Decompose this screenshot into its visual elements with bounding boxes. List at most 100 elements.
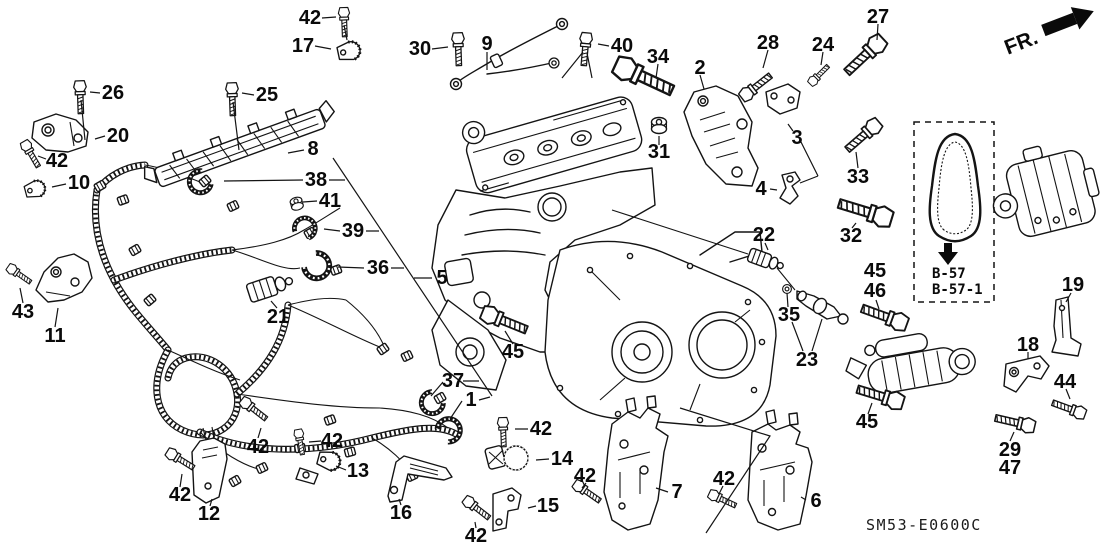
callout-2: 2 bbox=[694, 57, 705, 79]
callout-42: 42 bbox=[713, 468, 735, 490]
callout-1: 1 bbox=[465, 389, 476, 411]
callout-41: 41 bbox=[319, 190, 341, 212]
callout-17: 17 bbox=[292, 35, 314, 57]
callout-7: 7 bbox=[671, 481, 682, 503]
callout-10: 10 bbox=[68, 172, 90, 194]
part-10-clamp bbox=[22, 177, 49, 201]
callout-31: 31 bbox=[648, 141, 670, 163]
down-arrow-icon bbox=[938, 243, 958, 265]
callout-47: 47 bbox=[999, 457, 1021, 479]
callout-labels: 42 17 26 25 20 8 42 10 30 9 40 34 2 31 2… bbox=[12, 6, 1084, 547]
callout-42: 42 bbox=[247, 436, 269, 458]
starter-illustration bbox=[845, 333, 976, 394]
callout-25: 25 bbox=[256, 84, 278, 106]
part-16-bracket bbox=[387, 455, 453, 503]
callout-22: 22 bbox=[753, 224, 775, 246]
part-2-engine-mount-bracket bbox=[683, 85, 759, 187]
callout-42: 42 bbox=[574, 465, 596, 487]
belt-reference-box bbox=[913, 121, 995, 303]
callout-35: 35 bbox=[778, 304, 800, 326]
callout-42: 42 bbox=[465, 525, 487, 547]
valve-cover bbox=[461, 96, 643, 194]
callout-23: 23 bbox=[796, 349, 818, 371]
leader-lines bbox=[19, 16, 1072, 534]
callout-16: 16 bbox=[390, 502, 412, 524]
part-22-sensor bbox=[746, 247, 784, 270]
part-19-bracket bbox=[1051, 296, 1082, 357]
callout-42: 42 bbox=[299, 7, 321, 29]
part-17-clamp bbox=[334, 38, 364, 64]
belt-illustration bbox=[928, 132, 982, 243]
callout-37: 37 bbox=[442, 370, 464, 392]
callout-34: 34 bbox=[647, 46, 670, 68]
callout-15: 15 bbox=[537, 495, 559, 517]
callout-14: 14 bbox=[551, 448, 574, 470]
divider-line bbox=[679, 407, 771, 534]
part-4-clamp bbox=[779, 171, 801, 205]
callout-30: 30 bbox=[409, 38, 431, 60]
belt-ref-line2: B-57-1 bbox=[932, 282, 983, 298]
callout-36: 36 bbox=[367, 257, 389, 279]
callout-33: 33 bbox=[847, 166, 869, 188]
callout-13: 13 bbox=[347, 460, 369, 482]
callout-42: 42 bbox=[321, 430, 343, 452]
part-15-bracket bbox=[492, 487, 522, 532]
part-20-bracket bbox=[31, 113, 89, 153]
belt-ref-line1: B-57 bbox=[932, 266, 966, 282]
part-36-clamp bbox=[302, 250, 335, 283]
callout-20: 20 bbox=[107, 125, 129, 147]
part-41-nut bbox=[288, 195, 305, 212]
callout-45: 45 bbox=[864, 260, 886, 282]
group-leader-diagonal bbox=[332, 157, 493, 397]
callout-39: 39 bbox=[342, 220, 364, 242]
callout-9: 9 bbox=[481, 33, 492, 55]
callout-18: 18 bbox=[1017, 334, 1039, 356]
callout-5: 5 bbox=[436, 267, 447, 289]
part-18-bracket bbox=[1003, 355, 1050, 393]
fr-arrow-icon bbox=[1041, 12, 1078, 37]
diagram-code: SM53-E0600C bbox=[866, 516, 982, 534]
callout-43: 43 bbox=[12, 301, 34, 323]
part-14-clamp bbox=[484, 445, 529, 471]
callout-38: 38 bbox=[305, 169, 327, 191]
callout-24: 24 bbox=[812, 34, 835, 56]
part-6-bracket bbox=[747, 409, 813, 531]
part-8-harness-holder bbox=[143, 100, 335, 188]
callout-45: 45 bbox=[856, 411, 878, 433]
callout-21: 21 bbox=[267, 306, 289, 328]
part-3-bracket bbox=[765, 83, 801, 115]
part-11-bracket bbox=[35, 253, 93, 303]
callout-44: 44 bbox=[1054, 371, 1077, 393]
part-21-sensor bbox=[245, 276, 294, 303]
callout-3: 3 bbox=[791, 127, 802, 149]
part-35-washer bbox=[782, 284, 792, 294]
callout-12: 12 bbox=[198, 503, 220, 525]
alternator-illustration bbox=[992, 145, 1100, 238]
callout-42: 42 bbox=[169, 484, 191, 506]
callout-4: 4 bbox=[755, 178, 767, 200]
front-direction-indicator: FR. bbox=[1001, 7, 1094, 60]
callout-19: 19 bbox=[1062, 274, 1084, 296]
part-9-ground-cable bbox=[449, 17, 569, 91]
callout-40: 40 bbox=[611, 35, 633, 57]
callout-42: 42 bbox=[530, 418, 552, 440]
part-7-bracket bbox=[603, 395, 669, 531]
callout-42: 42 bbox=[46, 150, 68, 172]
fr-label: FR. bbox=[1001, 26, 1041, 60]
callout-6: 6 bbox=[810, 490, 821, 512]
callout-11: 11 bbox=[44, 325, 65, 347]
callout-32: 32 bbox=[840, 225, 862, 247]
part-13-clamp bbox=[295, 447, 344, 485]
callout-8: 8 bbox=[307, 138, 318, 160]
callout-26: 26 bbox=[102, 82, 124, 104]
callout-45: 45 bbox=[502, 341, 524, 363]
callout-46: 46 bbox=[864, 280, 886, 302]
part-12-bracket bbox=[191, 426, 228, 504]
part-31-nut bbox=[650, 116, 668, 135]
part-23-sensor bbox=[796, 290, 849, 325]
callout-27: 27 bbox=[867, 6, 889, 28]
engine-illustration bbox=[431, 96, 796, 427]
callout-28: 28 bbox=[757, 32, 779, 54]
